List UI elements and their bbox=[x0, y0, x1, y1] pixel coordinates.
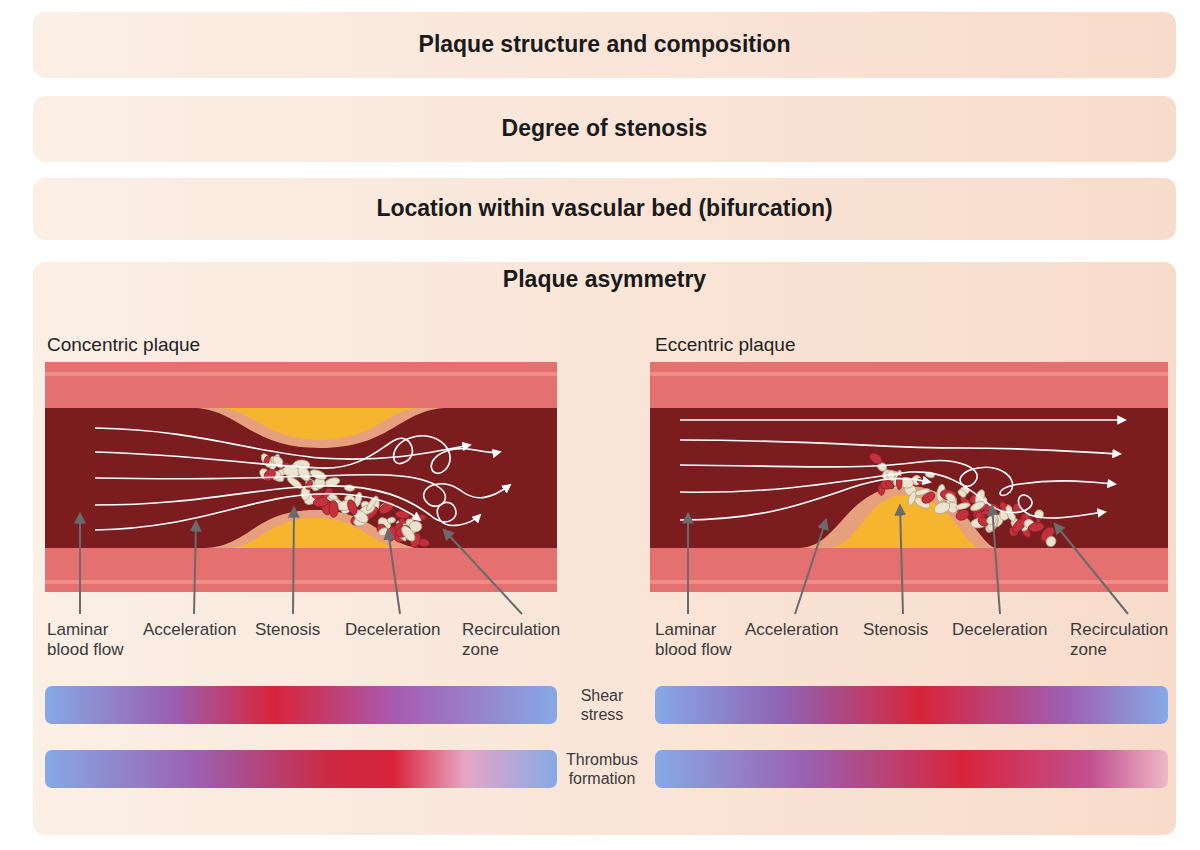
panel-heading: Plaque structure and composition bbox=[419, 31, 791, 59]
part-label: Acceleration bbox=[745, 620, 853, 640]
panel-heading: Plaque asymmetry bbox=[503, 266, 706, 294]
thrombus-cell bbox=[269, 455, 285, 470]
thrombus-cell bbox=[387, 516, 396, 524]
part-label: Acceleration bbox=[143, 620, 251, 640]
concentric-vessel bbox=[45, 362, 557, 592]
thrombus-cell bbox=[1028, 522, 1045, 533]
subpanel-title: Concentric plaque bbox=[47, 334, 267, 357]
panel: Plaque structure and composition bbox=[33, 12, 1176, 78]
flow-lines bbox=[95, 428, 510, 530]
panel bbox=[33, 262, 1176, 835]
thrombus-cell bbox=[985, 514, 997, 526]
shear-stress-bar bbox=[655, 686, 1168, 724]
subpanel-title: Eccentric plaque bbox=[655, 334, 875, 357]
bar-label: Shear stress bbox=[562, 686, 642, 724]
thrombus-cell bbox=[896, 475, 902, 489]
leader-lines bbox=[80, 506, 1128, 614]
thrombus-bar bbox=[655, 750, 1168, 788]
part-label: Stenosis bbox=[255, 620, 339, 640]
thrombus-cell bbox=[346, 499, 359, 516]
part-label: Stenosis bbox=[863, 620, 947, 640]
part-label: Deceleration bbox=[345, 620, 453, 640]
panel: Degree of stenosis bbox=[33, 96, 1176, 162]
thrombus-cell bbox=[399, 524, 417, 544]
bar-label: Thrombus formation bbox=[557, 750, 647, 788]
thrombus-cell bbox=[932, 500, 951, 516]
panel bbox=[33, 96, 1176, 162]
thrombus-cell bbox=[954, 507, 971, 522]
thrombus-cell bbox=[1044, 535, 1057, 549]
part-label: Recirculation zone bbox=[1070, 620, 1182, 661]
part-label: Recirculation zone bbox=[462, 620, 574, 661]
panel-heading: Location within vascular bed (bifurcatio… bbox=[376, 195, 832, 223]
thrombus-cell bbox=[957, 488, 968, 499]
panel bbox=[33, 12, 1176, 78]
thrombus-cell bbox=[868, 451, 884, 466]
thrombus-bar bbox=[45, 750, 557, 788]
flow-lines bbox=[680, 420, 1125, 520]
thrombus-cell bbox=[916, 477, 927, 486]
eccentric-vessel bbox=[650, 362, 1168, 592]
thrombus-cell bbox=[969, 500, 986, 513]
thrombus-cell bbox=[262, 467, 278, 483]
panel-heading: Degree of stenosis bbox=[502, 115, 708, 143]
thrombus-cell bbox=[329, 501, 338, 518]
part-label: Laminar blood flow bbox=[47, 620, 137, 661]
panel: Plaque asymmetry bbox=[33, 262, 1176, 835]
thrombus-cell bbox=[907, 491, 918, 507]
panel: Location within vascular bed (bifurcatio… bbox=[33, 178, 1176, 240]
part-label: Laminar blood flow bbox=[655, 620, 745, 661]
part-label: Deceleration bbox=[952, 620, 1060, 640]
panel bbox=[33, 178, 1176, 240]
shear-stress-bar bbox=[45, 686, 557, 724]
